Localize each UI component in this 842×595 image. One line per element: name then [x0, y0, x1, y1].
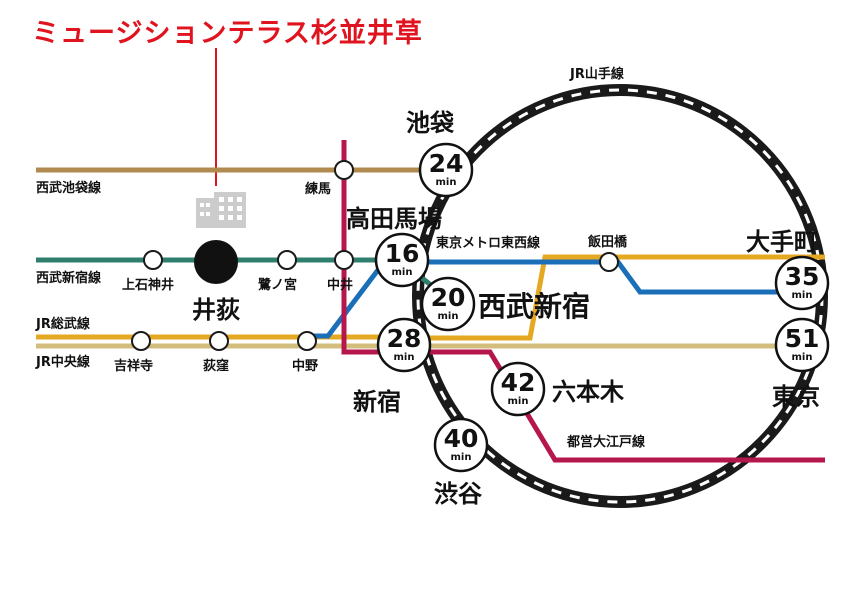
- dest-seibushinjuku: 20 min: [420, 276, 476, 332]
- label-nakano: 中野: [292, 358, 318, 374]
- dest-ikebukuro: 24 min: [418, 142, 474, 198]
- label-tokyo: 東京: [772, 383, 820, 411]
- dest-otemachi-minutes: 35: [785, 262, 820, 291]
- dest-shinjuku-unit: min: [394, 352, 415, 363]
- label-kamishakujii: 上石神井: [122, 277, 174, 293]
- label-iogi: 井荻: [192, 296, 240, 324]
- label-saginomiya: 鷺ノ宮: [258, 277, 297, 293]
- label-seibu-ikebukuro: 西武池袋線: [36, 180, 102, 196]
- station-dot-saginomiya: [277, 250, 297, 270]
- label-ikebukuro: 池袋: [406, 109, 455, 137]
- dest-shibuya-minutes: 40: [444, 424, 479, 453]
- dest-shibuya-unit: min: [451, 452, 472, 463]
- label-shibuya: 渋谷: [434, 480, 483, 508]
- tozai-line: [310, 259, 825, 339]
- dest-tokyo-minutes: 51: [785, 324, 820, 353]
- label-roppongi: 六本木: [552, 378, 625, 406]
- oedo-line: [341, 140, 825, 463]
- dest-takadanobaba: 16 min: [374, 232, 430, 288]
- station-dot-nakano: [297, 331, 317, 351]
- dest-shinjuku-minutes: 28: [387, 324, 422, 353]
- dest-roppongi: 42 min: [490, 361, 546, 417]
- label-oedo: 都営大江戸線: [566, 434, 646, 450]
- dest-takadanobaba-unit: min: [392, 267, 413, 278]
- building-icon: [196, 192, 246, 228]
- station-dot-ogikubo: [209, 331, 229, 351]
- property-title: ミュージションテラス杉並井草: [32, 18, 423, 49]
- dest-roppongi-unit: min: [508, 396, 529, 407]
- label-kichijoji: 吉祥寺: [114, 358, 153, 374]
- dest-tokyo: 51 min: [774, 317, 830, 373]
- station-dot-iidabashi: [599, 252, 619, 272]
- dest-ikebukuro-minutes: 24: [429, 149, 464, 178]
- dest-otemachi-unit: min: [792, 290, 813, 301]
- label-nerima: 練馬: [305, 181, 331, 197]
- station-dot-kichijoji: [131, 331, 151, 351]
- label-takadanobaba: 高田馬場: [346, 205, 442, 233]
- dest-takadanobaba-minutes: 16: [385, 239, 420, 268]
- station-dot-iogi: [194, 240, 238, 284]
- label-nakai: 中井: [327, 277, 353, 293]
- label-jr-chuo: JR中央線: [35, 354, 91, 370]
- dest-ikebukuro-unit: min: [436, 177, 457, 188]
- label-shinjuku: 新宿: [353, 388, 401, 416]
- dest-shinjuku: 28 min: [376, 317, 432, 373]
- label-seibushinjuku: 西武新宿: [478, 290, 590, 323]
- label-tozai: 東京メトロ東西線: [436, 235, 541, 251]
- station-dot-kamishakujii: [143, 250, 163, 270]
- dest-shibuya: 40 min: [433, 417, 489, 473]
- label-iidabashi: 飯田橋: [587, 234, 628, 250]
- station-dot-nakai: [334, 250, 354, 270]
- label-ogikubo: 荻窪: [203, 358, 229, 374]
- dest-tokyo-unit: min: [792, 352, 813, 363]
- label-otemachi: 大手町: [746, 228, 818, 256]
- label-jr-sobu: JR総武線: [35, 316, 91, 332]
- dest-otemachi: 35 min: [774, 255, 830, 311]
- dest-roppongi-minutes: 42: [501, 368, 536, 397]
- label-yamanote: JR山手線: [569, 66, 625, 82]
- dest-seibushinjuku-minutes: 20: [431, 283, 466, 312]
- label-seibu-shinjuku: 西武新宿線: [36, 270, 102, 286]
- dest-seibushinjuku-unit: min: [438, 311, 459, 322]
- station-dot-nerima: [334, 160, 354, 180]
